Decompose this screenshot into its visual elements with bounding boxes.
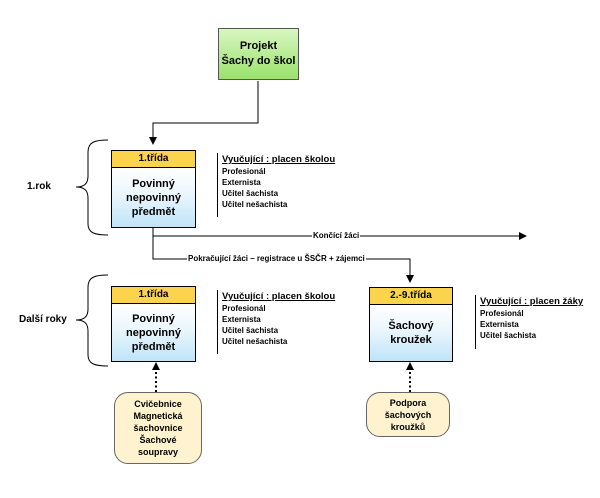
support-line: kroužků xyxy=(390,421,426,432)
box-line: kroužek xyxy=(390,334,432,346)
support-line: šachových xyxy=(384,409,432,420)
box-line: Povinný xyxy=(132,177,175,190)
box-line: předmět xyxy=(131,205,176,218)
support-line: Šachové xyxy=(139,435,177,445)
box-next-years-header: 1.třída xyxy=(111,286,196,303)
teacher-list-title: Vyučující : placen školou xyxy=(222,154,336,165)
section-label-next-years: Další roky xyxy=(19,314,67,325)
teacher-list-next-years: Vyučující : placen školou Profesionál Ex… xyxy=(217,290,335,354)
edge-label-continuing: Pokračující žáci – registrace u ŠSČR + z… xyxy=(187,254,366,264)
teacher-list-item: Profesionál xyxy=(480,309,524,318)
teacher-list-item: Učitel nešachista xyxy=(222,337,288,346)
teacher-list-title: Vyučující : placen žáky xyxy=(480,296,584,307)
project-title-line1: Projekt xyxy=(239,40,278,52)
teacher-list-title: Vyučující : placen školou xyxy=(222,291,336,302)
brace-next-years xyxy=(75,274,109,367)
box-line: předmět xyxy=(131,340,176,353)
section-label-first-year: 1.rok xyxy=(27,181,51,192)
teacher-list-item: Učitel šachista xyxy=(222,326,279,335)
box-first-year-body: Povinný nepovinný předmět xyxy=(111,167,196,228)
box-next-years-body: Povinný nepovinný předmět xyxy=(111,303,196,362)
box-first-year-header: 1.třída xyxy=(111,150,196,167)
edge-label-ending: Končící žáci xyxy=(312,231,361,241)
teacher-list-item: Profesionál xyxy=(222,167,266,176)
box-club-body: Šachový kroužek xyxy=(369,304,453,362)
teacher-list-first-year: Vyučující : placen školou Profesionál Ex… xyxy=(217,153,335,217)
teacher-list-item: Externista xyxy=(480,320,519,329)
project-title-line2: Šachy do škol xyxy=(221,55,296,67)
box-line: nepovinný xyxy=(125,191,181,204)
teacher-list-item: Učitel šachista xyxy=(480,331,537,340)
support-line: Cvičebnice xyxy=(134,399,182,409)
brace-first-year xyxy=(75,139,109,236)
box-line: Šachový xyxy=(388,320,434,332)
support-bubble-materials: Cvičebnice Magnetická šachovnice Šachové… xyxy=(114,392,202,464)
box-club-header: 2.-9.třída xyxy=(369,287,453,304)
teacher-list-item: Učitel nešachista xyxy=(222,200,288,209)
support-bubble-clubs: Podpora šachových kroužků xyxy=(366,392,450,437)
box-line: Povinný xyxy=(132,312,175,325)
project-box: Projekt Šachy do škol xyxy=(218,28,299,80)
support-line: šachovnice xyxy=(133,423,183,433)
teacher-list-item: Externista xyxy=(222,178,261,187)
support-line: soupravy xyxy=(137,447,179,457)
support-line: Magnetická xyxy=(133,411,183,421)
teacher-list-item: Profesionál xyxy=(222,304,266,313)
project-to-box-arrow xyxy=(149,81,259,145)
teacher-list-item: Externista xyxy=(222,315,261,324)
support-line: Podpora xyxy=(389,397,427,408)
box-line: nepovinný xyxy=(125,326,181,339)
teacher-list-item: Učitel šachista xyxy=(222,189,279,198)
teacher-list-club: Vyučující : placen žáky Profesionál Exte… xyxy=(475,295,583,349)
